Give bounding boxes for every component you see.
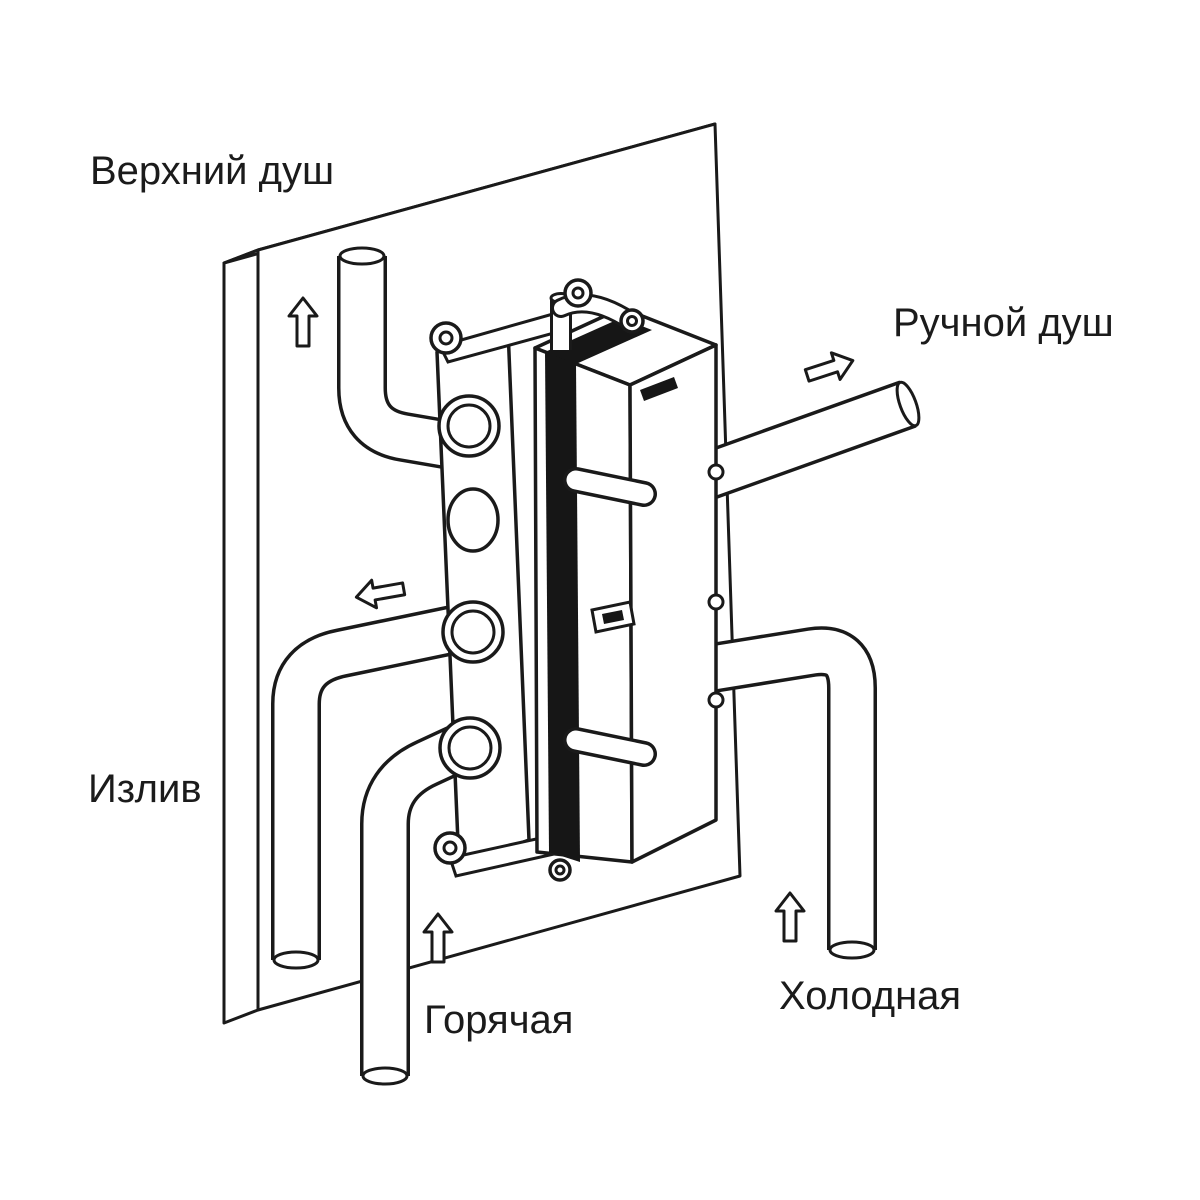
pipe-open-end bbox=[828, 940, 876, 960]
labels: Верхний душ Ручной душ Излив Горячая Хол… bbox=[88, 149, 1114, 1042]
bracket-ring-1-hole bbox=[571, 286, 585, 300]
label-spout: Излив bbox=[88, 767, 202, 811]
pipe-open-end bbox=[338, 246, 386, 266]
top-shower-port-hole bbox=[446, 403, 492, 449]
valve-box-right-face bbox=[628, 343, 718, 864]
bottom-ear-hole bbox=[442, 840, 458, 856]
flow-arrow-right-hand-shower-icon bbox=[801, 345, 859, 391]
label-hand-shower: Ручной душ bbox=[893, 301, 1114, 345]
edge-notch-1 bbox=[707, 463, 725, 481]
pipe-spout bbox=[271, 601, 478, 970]
edge-notch-2 bbox=[707, 593, 725, 611]
bracket-ring-2-hole bbox=[626, 315, 638, 327]
pipe-open-end bbox=[272, 950, 320, 970]
label-top-shower: Верхний душ bbox=[90, 149, 334, 193]
wall-panel-left-edge bbox=[222, 248, 260, 1025]
retaining-clip bbox=[640, 377, 678, 401]
bottom-hook-hole bbox=[554, 864, 566, 876]
hot-port-hole bbox=[447, 725, 493, 771]
flow-arrow-up-cold-icon bbox=[774, 891, 806, 943]
pipe-open-end bbox=[361, 1066, 409, 1086]
plate-oval-boss bbox=[446, 487, 500, 553]
port-bosses bbox=[437, 394, 505, 780]
pipe-top-shower bbox=[337, 246, 479, 474]
fastening-strap-front bbox=[545, 352, 580, 862]
spout-port-hole bbox=[450, 609, 496, 655]
valve-body-box bbox=[533, 278, 725, 882]
pipe-open-end bbox=[895, 380, 921, 428]
mixer-valve-assembly bbox=[429, 278, 725, 882]
label-cold-water: Холодная bbox=[779, 974, 961, 1018]
label-hot-water: Горячая bbox=[424, 998, 573, 1042]
top-ear-hole bbox=[438, 330, 454, 346]
pipe-hand-shower bbox=[681, 380, 921, 506]
side-clip-slot bbox=[602, 610, 624, 624]
pipe-cold-inlet bbox=[696, 626, 877, 960]
edge-notch-3 bbox=[707, 691, 725, 709]
pipe-hot-inlet bbox=[360, 721, 479, 1086]
